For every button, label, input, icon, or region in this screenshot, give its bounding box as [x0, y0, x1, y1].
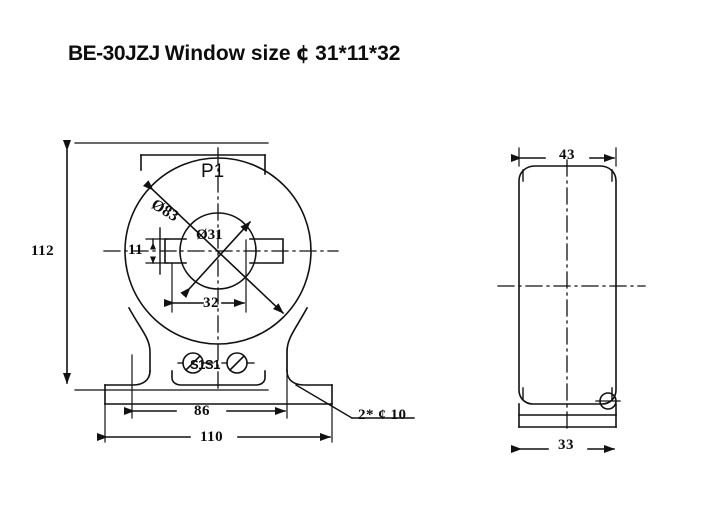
title-text: Window size: [164, 42, 291, 65]
dim-label-112: 112: [31, 243, 55, 259]
front-ext-lines-112: [74, 142, 269, 391]
side-body-outline: [518, 165, 617, 405]
leader-d31: [180, 220, 252, 299]
dim-label-11: 11: [128, 242, 144, 258]
side-centerlines: [497, 159, 646, 433]
dim-110: [97, 403, 333, 443]
front-centerlines: [103, 147, 339, 393]
label-inner-diameter: Ø31: [196, 227, 223, 243]
dim-43: [511, 147, 617, 167]
hole-note-label: 2* ¢ 10: [358, 407, 407, 423]
front-base-plate: [104, 370, 333, 405]
base-mounting-holes: [177, 352, 255, 374]
title-window-spec: 31*11*32: [315, 42, 401, 65]
dim-86: [124, 347, 288, 419]
title-model: BE-30JZJ: [68, 42, 160, 65]
terminal-marking-label: S1S1: [190, 357, 220, 372]
leader-hole-note: [295, 384, 415, 419]
dim-label-32: 32: [203, 295, 219, 311]
dim-label-110: 110: [200, 429, 224, 445]
dim-label-43: 43: [559, 147, 575, 163]
title-phi-icon: ¢: [295, 41, 311, 65]
front-part-label-p1: P1: [201, 161, 225, 182]
dim-label-86: 86: [194, 403, 210, 419]
side-terminal-circle: [595, 392, 621, 410]
dim-label-33: 33: [558, 437, 574, 453]
